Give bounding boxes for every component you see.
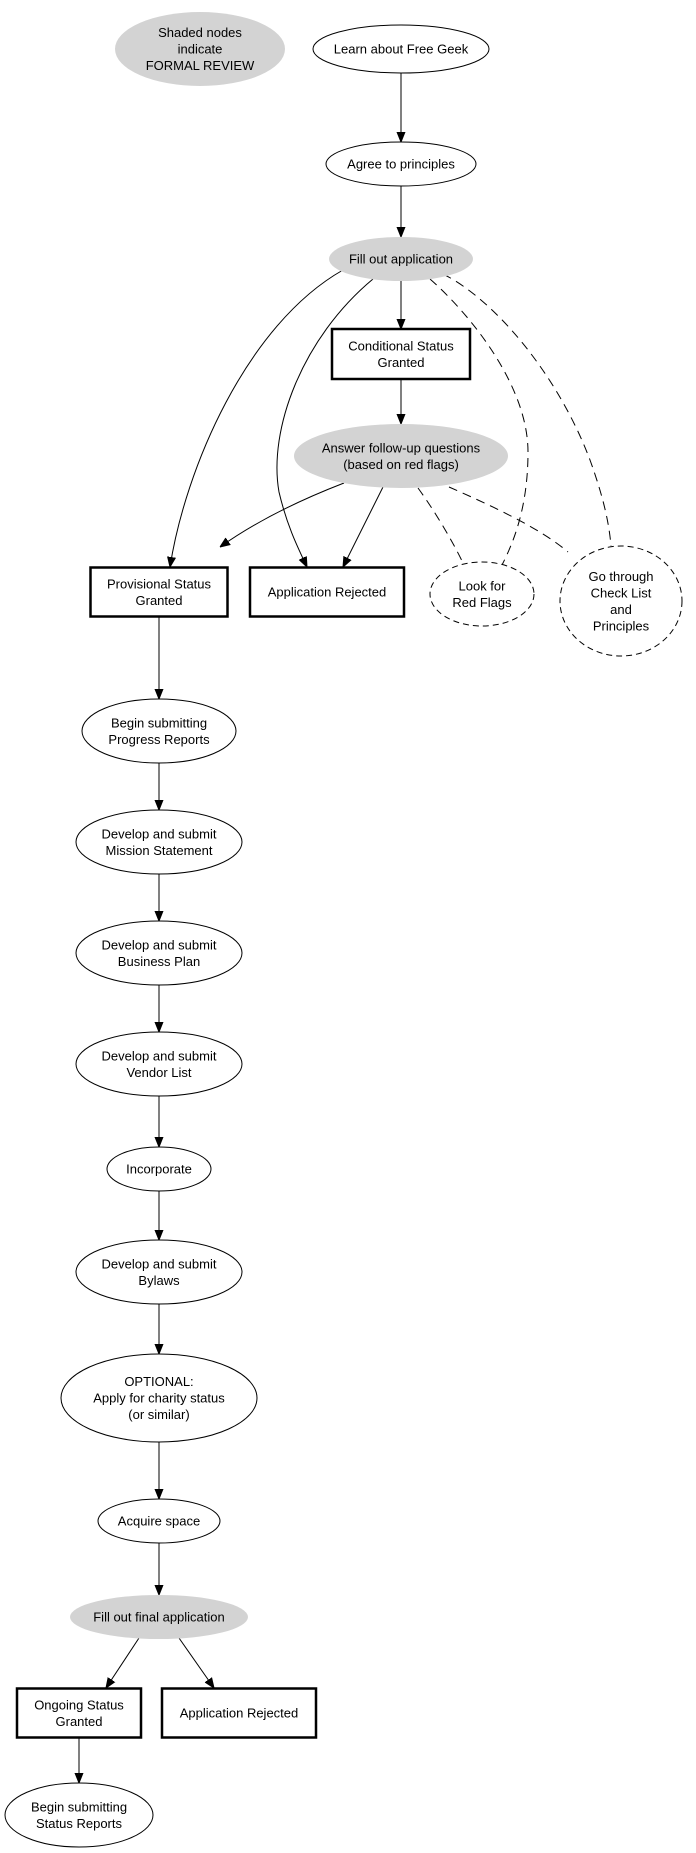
node-charity-label-line: Apply for charity status — [93, 1391, 225, 1406]
node-vendor-label-line: Vendor List — [126, 1065, 191, 1080]
node-red-flags-label-line: Look for — [459, 578, 507, 593]
node-checklist-ellipse — [559, 545, 683, 657]
node-checklist-label-line: Check List — [591, 585, 652, 600]
node-checklist-label-line: and — [610, 602, 632, 617]
node-ongoing-label-line: Ongoing Status — [34, 1697, 124, 1712]
node-rejected2-box — [160, 1687, 318, 1739]
node-business-label-line: Business Plan — [118, 954, 200, 969]
node-checklist-label-line: Principles — [593, 618, 650, 633]
node-progress-label-line: Progress Reports — [108, 732, 210, 747]
node-learn: Learn about Free Geek — [312, 24, 490, 74]
node-charity: OPTIONAL: Apply for charity status(or sim… — [60, 1353, 258, 1443]
node-mission-label-line: Mission Statement — [106, 843, 213, 858]
edge-answer-to-rejected1 — [343, 486, 384, 567]
node-fill-app: Fill out application — [329, 237, 473, 281]
node-legend-ellipse — [115, 12, 285, 86]
node-vendor-ellipse — [75, 1031, 243, 1097]
node-final-app: Fill out final application — [70, 1595, 248, 1639]
edge-final-app-to-rejected2 — [178, 1637, 214, 1688]
node-space: Acquire space — [97, 1498, 221, 1544]
node-learn-label-line: Learn about Free Geek — [334, 42, 469, 57]
node-agree: Agree to principles — [325, 141, 477, 187]
edge-fill-app-to-red-flags — [429, 278, 529, 566]
node-bylaws-label-line: Develop and submit — [102, 1256, 217, 1271]
node-ongoing-label-line: Granted — [56, 1714, 103, 1729]
node-ongoing-box — [15, 1687, 143, 1739]
edge-fill-app-to-provisional — [170, 269, 344, 567]
node-answer-label-line: Answer follow-up questions — [322, 440, 481, 455]
node-answer: Answer follow-up questions (based on red … — [294, 424, 508, 488]
node-status-reports-label-line: Begin submitting — [31, 1799, 127, 1814]
node-charity-ellipse — [60, 1353, 258, 1443]
edge-answer-to-provisional — [220, 482, 345, 547]
edge-answer-to-checklist — [448, 486, 569, 553]
node-red-flags-label-line: Red Flags — [452, 595, 512, 610]
node-business-label-line: Develop and submit — [102, 937, 217, 952]
node-status-reports-label-line: Status Reports — [36, 1816, 122, 1831]
edge-fill-app-to-rejected1 — [276, 278, 374, 567]
node-bylaws-ellipse — [75, 1239, 243, 1305]
node-space-ellipse — [97, 1498, 221, 1544]
node-fill-app-label-line: Fill out application — [349, 252, 453, 267]
node-agree-label-line: Agree to principles — [347, 157, 455, 172]
node-answer-ellipse — [294, 424, 508, 488]
node-rejected1-label-line: Application Rejected — [268, 585, 387, 600]
node-charity-label-line: (or similar) — [128, 1407, 189, 1422]
node-charity-label-line: OPTIONAL: — [124, 1374, 193, 1389]
node-mission-label-line: Develop and submit — [102, 826, 217, 841]
node-rejected2-label-line: Application Rejected — [180, 1706, 299, 1721]
node-rejected1: Application Rejected — [248, 566, 406, 618]
node-incorporate-label-line: Incorporate — [126, 1162, 192, 1177]
edge-answer-to-red-flags — [417, 487, 464, 564]
node-progress-label-line: Begin submitting — [111, 715, 207, 730]
edge-final-app-to-ongoing — [106, 1637, 140, 1688]
node-business-ellipse — [75, 920, 243, 986]
node-answer-label-line: (based on red flags) — [343, 457, 459, 472]
node-provisional-box — [89, 566, 229, 618]
node-legend-label-line: FORMAL REVIEW — [146, 58, 255, 73]
node-legend-label-line: indicate — [178, 42, 223, 57]
node-mission-ellipse — [75, 809, 243, 875]
node-provisional-label-line: Provisional Status — [107, 576, 212, 591]
node-learn-ellipse — [312, 24, 490, 74]
node-progress-ellipse — [81, 698, 237, 764]
node-legend-label-line: Shaded nodes — [158, 25, 242, 40]
edge-fill-app-to-checklist — [442, 273, 612, 547]
node-agree-ellipse — [325, 141, 477, 187]
node-incorporate: Incorporate — [106, 1146, 212, 1192]
node-incorporate-ellipse — [106, 1146, 212, 1192]
node-conditional-label-line: Granted — [378, 355, 425, 370]
node-vendor-label-line: Develop and submit — [102, 1048, 217, 1063]
node-rejected1-box — [248, 566, 406, 618]
node-bylaws-label-line: Bylaws — [138, 1273, 180, 1288]
node-rejected2: Application Rejected — [160, 1687, 318, 1739]
node-space-label-line: Acquire space — [118, 1514, 200, 1529]
node-conditional-label-line: Conditional Status — [348, 338, 454, 353]
node-final-app-ellipse — [70, 1595, 248, 1639]
node-final-app-label-line: Fill out final application — [93, 1610, 225, 1625]
edges-layer — [79, 73, 612, 1783]
node-status-reports-ellipse — [4, 1782, 154, 1848]
node-fill-app-ellipse — [329, 237, 473, 281]
node-red-flags-ellipse — [429, 561, 535, 627]
node-checklist-label-line: Go through — [588, 569, 653, 584]
node-conditional-box — [330, 327, 472, 381]
node-provisional-label-line: Granted — [136, 593, 183, 608]
